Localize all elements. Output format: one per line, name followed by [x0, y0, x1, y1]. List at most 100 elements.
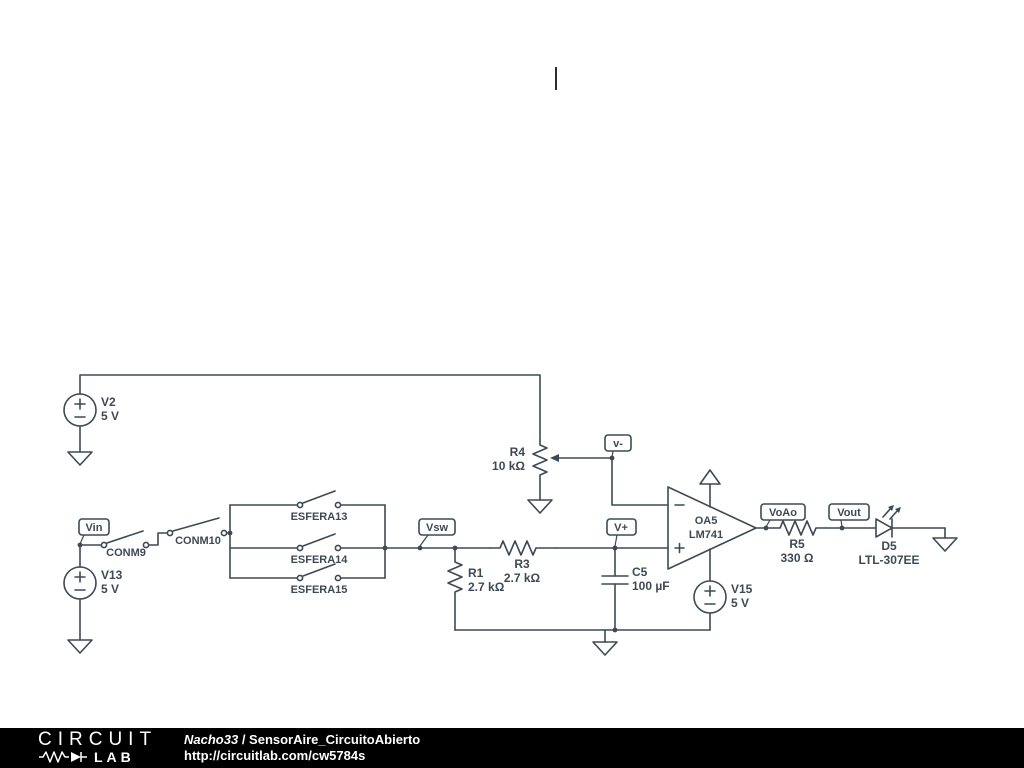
- light-arrow: [889, 509, 899, 520]
- component-ref: R1: [468, 566, 484, 580]
- voltage-source-v13[interactable]: [63, 566, 97, 600]
- resistor-r5[interactable]: [773, 520, 827, 536]
- switch-terminal: [334, 574, 342, 582]
- light-arrow: [882, 507, 892, 518]
- resistor-diode-icon: [39, 751, 87, 763]
- component-value: 5 V: [731, 596, 749, 610]
- schematic-title: Nacho33 / SensorAire_CircuitoAbierto: [184, 732, 420, 748]
- switch-lever[interactable]: [302, 533, 336, 547]
- net-label-vin[interactable]: [78, 518, 110, 536]
- switch-conm9[interactable]: [100, 530, 150, 549]
- switch-esfera14[interactable]: [296, 533, 342, 552]
- project-name: SensorAire_CircuitoAbierto: [249, 732, 421, 747]
- net-label-vplus[interactable]: [606, 518, 637, 536]
- vcc-arrow-icon: [699, 469, 721, 485]
- opamp-body[interactable]: [667, 486, 757, 570]
- source-body[interactable]: [63, 393, 97, 427]
- switch-terminal: [142, 541, 150, 549]
- net-label-text: Vin: [86, 522, 103, 534]
- component-ref: ESFERA14: [291, 554, 349, 566]
- wires[interactable]: [79, 374, 946, 643]
- component-ref: R5: [789, 537, 805, 551]
- switch-terminal: [296, 544, 304, 552]
- component-ref: OA5: [695, 515, 718, 527]
- component-ref: CONM9: [106, 547, 146, 559]
- component-ref: ESFERA15: [291, 584, 348, 596]
- plus-sign: [74, 398, 86, 410]
- ground-symbol[interactable]: [67, 451, 93, 466]
- switch-lever[interactable]: [302, 490, 336, 504]
- switch-lever[interactable]: [302, 563, 336, 577]
- plus-sign: [704, 585, 716, 597]
- ground-symbol[interactable]: [527, 499, 553, 514]
- diode-triangle: [875, 518, 893, 538]
- switch-esfera13[interactable]: [296, 490, 342, 509]
- resistor-r3[interactable]: [489, 540, 557, 556]
- switch-terminal: [166, 529, 174, 537]
- switch-terminal: [334, 501, 342, 509]
- net-label-voao[interactable]: [760, 503, 806, 521]
- ground-symbol[interactable]: [932, 537, 958, 552]
- voltage-source-v2[interactable]: [63, 393, 97, 427]
- ground-symbol[interactable]: [67, 639, 93, 654]
- net-label-text: v-: [613, 438, 623, 450]
- component-ref: CONM10: [175, 535, 221, 547]
- resistor-body[interactable]: [532, 439, 548, 481]
- component-value: 2.7 kΩ: [468, 580, 505, 594]
- switch-terminal: [334, 544, 342, 552]
- opamp-oa5[interactable]: [667, 469, 757, 570]
- led-d5[interactable]: [875, 505, 901, 538]
- title-separator: /: [238, 732, 250, 747]
- net-label-text: Vout: [837, 507, 861, 519]
- switch-lever[interactable]: [172, 517, 220, 532]
- component-ref: C5: [632, 565, 648, 579]
- light-arrow-head: [895, 507, 901, 513]
- component-value: LTL-307EE: [858, 553, 919, 567]
- logo-text-circuit: CIRCUIT: [38, 729, 158, 750]
- schematic-url[interactable]: http://circuitlab.com/cw5784s: [184, 748, 366, 763]
- noninverting-input-mark: [674, 542, 685, 554]
- switch-terminal: [296, 574, 304, 582]
- component-value: 330 Ω: [781, 551, 814, 565]
- voltage-source-v15[interactable]: [693, 580, 727, 614]
- wire-vminus[interactable]: [611, 457, 669, 506]
- switch-conm10[interactable]: [166, 517, 228, 537]
- component-ref: R4: [510, 445, 526, 459]
- switch-terminal: [296, 501, 304, 509]
- switch-lever[interactable]: [106, 530, 144, 544]
- switch-esfera15[interactable]: [296, 563, 342, 582]
- net-label-vsw[interactable]: [418, 518, 456, 536]
- component-value: 5 V: [101, 409, 119, 423]
- wiper-arrow: [550, 454, 559, 462]
- source-body[interactable]: [693, 580, 727, 614]
- footer-caption: Nacho33 / SensorAire_CircuitoAbierto htt…: [184, 732, 420, 764]
- component-ref: R3: [514, 557, 530, 571]
- source-body[interactable]: [63, 566, 97, 600]
- net-label-leaders: [79, 450, 843, 547]
- capacitor-c5[interactable]: [601, 547, 629, 631]
- ground-symbol[interactable]: [592, 641, 618, 656]
- wire[interactable]: [148, 532, 168, 546]
- net-label-text: Vsw: [426, 522, 448, 534]
- component-value: 10 kΩ: [492, 459, 525, 473]
- light-arrow-head: [888, 505, 894, 511]
- component-value: 5 V: [101, 582, 119, 596]
- wire[interactable]: [79, 374, 541, 441]
- cap-plates: [601, 575, 629, 585]
- net-label-vout[interactable]: [828, 503, 870, 521]
- component-value: 100 µF: [632, 579, 670, 593]
- schematic-labels: Vin Vsw V+ v- VoAo Vout V2 5 V V13 5 V V…: [86, 395, 920, 610]
- net-label-text: V+: [614, 522, 628, 534]
- switch-terminal: [100, 541, 108, 549]
- potentiometer-r4[interactable]: [532, 439, 559, 481]
- circuitlab-logo[interactable]: CIRCUIT LAB: [0, 729, 184, 765]
- text-cursor: [555, 67, 557, 90]
- logo-text-lab: LAB: [94, 749, 135, 765]
- net-label-vminus[interactable]: [604, 434, 632, 452]
- component-ref: D5: [881, 539, 897, 553]
- component-value: LM741: [689, 529, 723, 541]
- resistor-r1[interactable]: [447, 547, 463, 631]
- component-ref: V15: [731, 582, 753, 596]
